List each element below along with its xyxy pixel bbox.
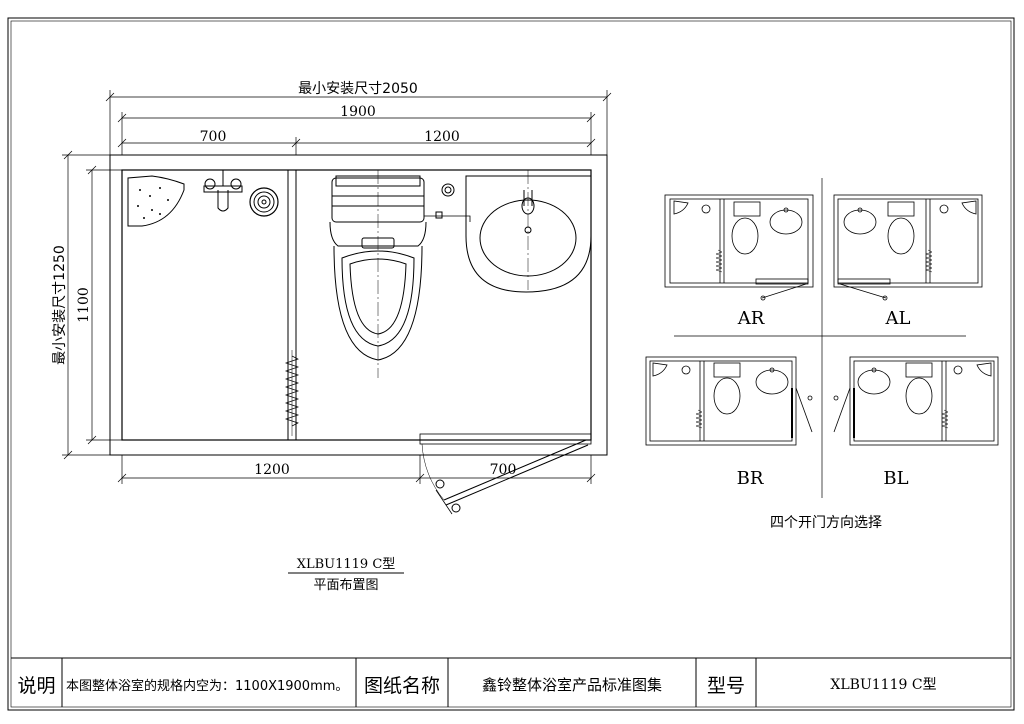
- door: [419, 433, 592, 515]
- plan-caption: 平面布置图: [313, 578, 378, 593]
- note-heading-text: 说明: [17, 674, 56, 697]
- bottom-dimensions: [117, 455, 596, 484]
- dim-height-total: 1100: [76, 287, 92, 323]
- variant-ar-label: AR: [737, 308, 765, 329]
- sheet-border: [7, 17, 1015, 711]
- dim-min-height: 最小安装尺寸1250: [52, 245, 68, 365]
- drawing-name-heading-text: 图纸名称: [363, 674, 440, 697]
- variant-br-label: BR: [737, 468, 764, 489]
- left-dimensions: [62, 150, 122, 460]
- top-dimensions: [105, 90, 612, 155]
- variant-br: [645, 356, 813, 446]
- shower-mixer: [203, 170, 243, 212]
- drawing-name-text: 鑫铃整体浴室产品标准图集: [481, 675, 662, 694]
- dim-top-right: 1200: [424, 129, 460, 145]
- title-block-drawing-name: 鑫铃整体浴室产品标准图集: [448, 658, 696, 710]
- dim-bottom-right: 700: [490, 462, 517, 478]
- variants-caption: 四个开门方向选择: [770, 515, 882, 531]
- floor-plan: [109, 154, 608, 515]
- shelf-dots: [137, 187, 169, 219]
- wash-basin: [465, 170, 592, 293]
- dim-min-width: 最小安装尺寸2050: [298, 81, 418, 97]
- toilet: [329, 170, 427, 378]
- title-block-model: XLBU1119 C型: [756, 658, 1011, 710]
- title-block-grid: [11, 657, 1011, 707]
- title-block-model-heading: 型号: [696, 658, 756, 710]
- variant-al-label: AL: [885, 308, 911, 329]
- floor-drain: [249, 187, 279, 217]
- variant-bl: [833, 356, 999, 446]
- title-block-note: 本图整体浴室的规格内空为：1100X1900mm。: [66, 658, 354, 710]
- dim-bottom-left: 1200: [254, 462, 290, 478]
- model-text: XLBU1119 C型: [830, 677, 937, 693]
- model-heading-text: 型号: [706, 674, 745, 697]
- variant-bl-label: BL: [883, 468, 908, 489]
- plan-model-label: XLBU1119 C型: [297, 557, 396, 572]
- title-block-note-heading: 说明: [11, 658, 62, 710]
- title-block-drawing-name-heading: 图纸名称: [356, 658, 448, 710]
- sheet-inner-border: [10, 20, 1012, 708]
- note-text: 本图整体浴室的规格内空为：1100X1900mm。: [66, 678, 349, 694]
- dim-top-left: 700: [200, 129, 227, 145]
- variant-ar: [664, 194, 814, 301]
- dim-width-total: 1900: [340, 104, 376, 120]
- variant-cross-lines: [674, 178, 966, 498]
- variant-al: [833, 194, 983, 301]
